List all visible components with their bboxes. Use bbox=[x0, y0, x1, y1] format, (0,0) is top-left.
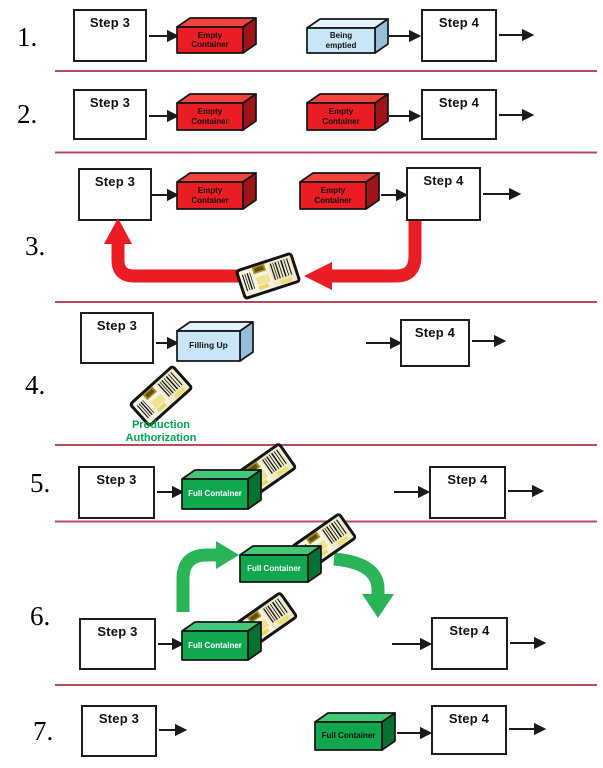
container-label: Empty Container bbox=[322, 107, 360, 126]
container-label: Full Container bbox=[247, 563, 301, 573]
row6-number: 6. bbox=[30, 601, 51, 631]
row-separators bbox=[55, 70, 597, 686]
container-label: Empty Container bbox=[191, 107, 229, 126]
row3-step4-label: Step 4 bbox=[423, 173, 464, 188]
row6-step4-label: Step 4 bbox=[449, 623, 490, 638]
row1-step3-label: Step 3 bbox=[89, 15, 131, 30]
row6-step4-box: Step 4 bbox=[431, 617, 508, 670]
row4-step4-box: Step 4 bbox=[400, 319, 470, 367]
container-label: Empty Container bbox=[191, 186, 229, 205]
row3-number: 3. bbox=[25, 231, 46, 261]
container-label: Empty Container bbox=[191, 30, 229, 49]
row5-step4-box: Step 4 bbox=[429, 466, 506, 519]
row2-step3-box: Step 3 bbox=[73, 89, 147, 140]
container-label: Being emptied bbox=[325, 31, 357, 50]
row1-step4-label: Step 4 bbox=[438, 15, 480, 30]
row1-number: 1. bbox=[17, 22, 38, 52]
move-down-arrow bbox=[333, 552, 394, 618]
kanban-return-arrow bbox=[104, 218, 422, 290]
kanban-card-icon bbox=[233, 250, 303, 302]
row7-step4-label: Step 4 bbox=[448, 711, 490, 726]
container-label: Full Container bbox=[321, 731, 376, 741]
row7-step4-box: Step 4 bbox=[431, 705, 507, 755]
row5-step3-label: Step 3 bbox=[96, 472, 137, 487]
row6-step3-box: Step 3 bbox=[79, 618, 156, 670]
row2-step3-label: Step 3 bbox=[89, 95, 131, 110]
row2-step4-box: Step 4 bbox=[421, 89, 497, 140]
container-label: Empty Container bbox=[314, 186, 352, 205]
row5-step4-label: Step 4 bbox=[447, 472, 488, 487]
row5-step3-box: Step 3 bbox=[78, 466, 155, 519]
container-label: Filling Up bbox=[189, 340, 228, 351]
row3-step3-label: Step 3 bbox=[94, 174, 136, 189]
row7-number: 7. bbox=[33, 716, 54, 746]
row4-step3-label: Step 3 bbox=[96, 318, 138, 333]
container-label: Full Container bbox=[188, 489, 242, 499]
row1-step4-box: Step 4 bbox=[421, 9, 497, 62]
row7-step3-label: Step 3 bbox=[98, 711, 140, 726]
row2-step4-label: Step 4 bbox=[438, 95, 480, 110]
row3-step4-box: Step 4 bbox=[406, 167, 481, 221]
production-authorization-caption: Production Authorization bbox=[125, 419, 197, 445]
row5-number: 5. bbox=[30, 468, 51, 498]
row4-step4-label: Step 4 bbox=[414, 325, 456, 340]
row7-step3-box: Step 3 bbox=[81, 705, 157, 757]
move-up-arrow bbox=[176, 541, 239, 612]
row3-step3-box: Step 3 bbox=[78, 168, 152, 221]
row6-step3-label: Step 3 bbox=[97, 624, 138, 639]
row4-step3-box: Step 3 bbox=[80, 312, 154, 364]
row4-number: 4. bbox=[25, 370, 46, 400]
container-label: Full Container bbox=[188, 640, 242, 650]
row2-number: 2. bbox=[17, 99, 38, 129]
row1-step3-box: Step 3 bbox=[73, 9, 147, 62]
